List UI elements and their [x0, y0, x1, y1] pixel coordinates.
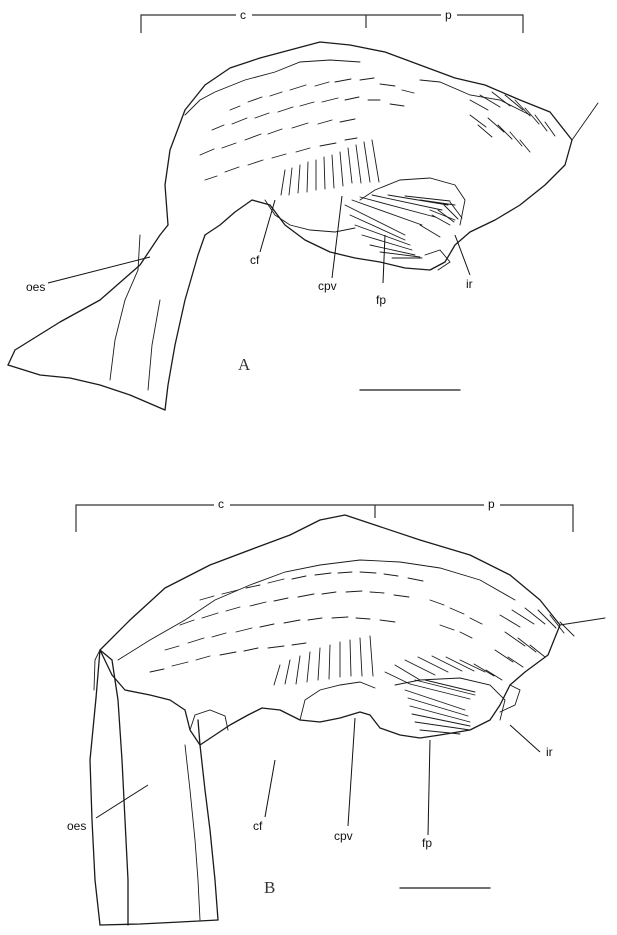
label-oes-b: oes — [67, 819, 86, 833]
label-ir-a: ir — [466, 277, 473, 291]
panel-b: c p — [67, 497, 605, 925]
panel-label-a: A — [238, 355, 251, 374]
leaders-b — [96, 718, 540, 835]
label-ir-b: ir — [546, 745, 553, 759]
panel-a: c p — [8, 8, 598, 410]
hatching-a — [200, 78, 555, 258]
pharynx-body-a — [165, 42, 598, 270]
region-label-p-a: p — [445, 8, 452, 22]
label-fp-a: fp — [376, 293, 386, 307]
pharynx-body-b — [100, 515, 605, 745]
label-cf-b: cf — [253, 819, 263, 833]
region-bracket-b: c p — [76, 497, 573, 532]
region-label-p-b: p — [488, 497, 495, 511]
label-cpv-b: cpv — [334, 829, 353, 843]
oesophagus-drawing-b — [90, 650, 218, 925]
panel-label-b: B — [264, 878, 275, 897]
oesophagus-drawing-a — [8, 225, 205, 410]
label-cpv-a: cpv — [318, 279, 337, 293]
region-label-c-b: c — [218, 497, 224, 511]
label-oes-a: oes — [26, 280, 45, 294]
hatching-b — [150, 572, 574, 734]
region-label-c-a: c — [240, 8, 246, 22]
label-fp-b: fp — [422, 836, 432, 850]
region-bracket-a: c p — [141, 8, 523, 33]
label-cf-a: cf — [250, 253, 260, 267]
